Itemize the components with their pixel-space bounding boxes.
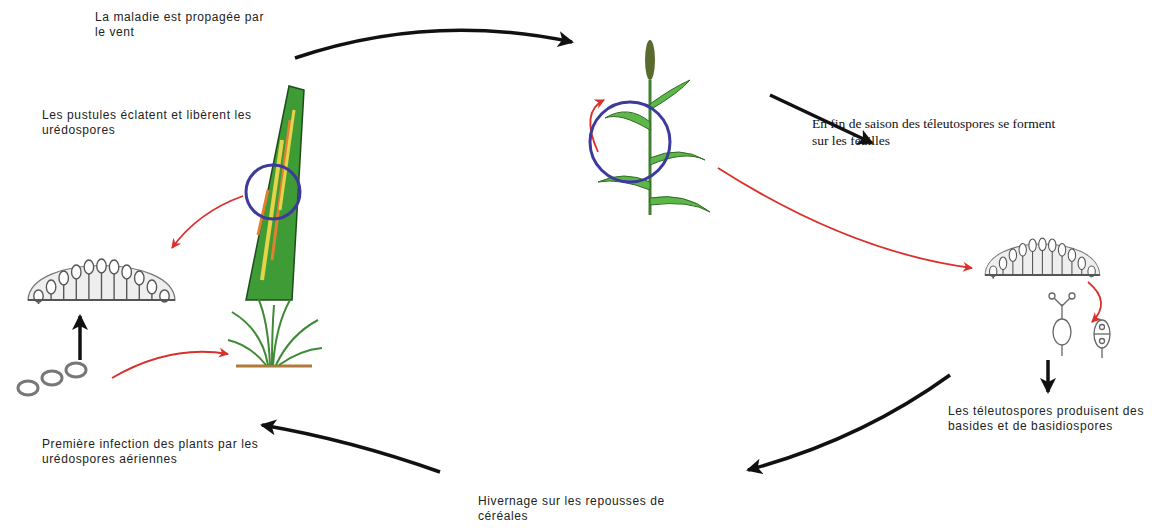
urediospores <box>18 381 38 395</box>
seedling-grass <box>232 312 268 365</box>
stage-label: Les pustules éclatent et libèrent les ur… <box>42 108 257 138</box>
stage-label: Hivernage sur les repousses de céréales <box>478 494 678 524</box>
wheat-plant <box>590 40 710 215</box>
seedling-grass <box>272 305 274 365</box>
wheat-plant <box>605 112 650 130</box>
infected-leaf <box>272 120 290 260</box>
basidia-figure <box>1049 293 1055 299</box>
stage-label: Les téleutospores produisent des basides… <box>948 404 1160 434</box>
basidia-figure <box>1101 348 1102 358</box>
infected-leaf <box>280 110 294 210</box>
infected-leaf <box>246 165 300 219</box>
basidia-figure <box>1062 298 1070 306</box>
wheat-plant <box>645 40 655 80</box>
basidia-figure <box>1053 319 1071 345</box>
basidia-figure <box>1061 345 1062 356</box>
wheat-plant <box>650 152 705 165</box>
basidia-figure <box>1054 298 1062 306</box>
seedling-grass <box>279 348 322 365</box>
cycle-arrow <box>295 30 572 58</box>
basidia-figure <box>1049 293 1110 358</box>
basidia-figure <box>1069 293 1075 299</box>
basidia-figure <box>1094 320 1110 348</box>
urediospores <box>66 363 86 377</box>
basidia-figure <box>1094 333 1110 334</box>
urediospores <box>42 371 62 385</box>
detail-arrow <box>1088 282 1101 322</box>
seedling-grass <box>276 320 318 365</box>
stage-label: En fin de saison des téleutospores se fo… <box>812 116 1067 150</box>
wheat-plant <box>650 197 710 212</box>
cycle-arrow <box>1046 360 1050 392</box>
urediospores <box>18 363 86 395</box>
wheat-plant <box>650 80 690 110</box>
cycle-arrow <box>748 375 950 470</box>
cycle-arrow <box>78 316 82 360</box>
cycle-arrow <box>80 30 1048 472</box>
infected-leaf <box>246 86 304 300</box>
basidia-figure <box>1100 339 1105 344</box>
seedling-grass <box>228 298 322 366</box>
stage-label: La maladie est propagée par le vent <box>95 10 265 40</box>
detail-arrow <box>718 168 972 268</box>
detail-arrow <box>112 352 228 378</box>
stage-label: Première infection des plants par les ur… <box>42 437 302 467</box>
infected-leaf <box>258 190 268 235</box>
wheat-plant <box>649 80 652 215</box>
infected-leaf <box>246 86 304 300</box>
cycle-arrow <box>262 425 440 472</box>
basidia-figure <box>1100 325 1105 330</box>
wheat-plant <box>590 102 670 182</box>
art-shape <box>28 259 175 304</box>
art-shape <box>985 238 1100 279</box>
seedling-grass <box>228 340 266 365</box>
seedling-grass <box>258 298 270 365</box>
detail-arrow <box>172 196 243 248</box>
